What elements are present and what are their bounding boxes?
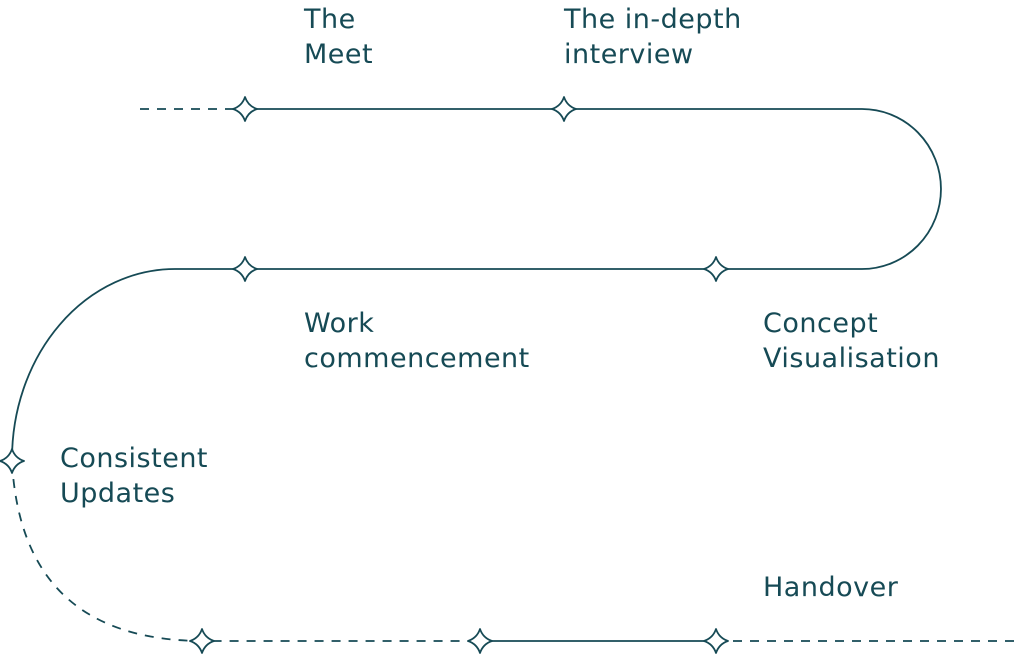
four-point-star-icon [703, 256, 729, 282]
four-point-star-icon [551, 96, 577, 122]
milestone-label-line: commencement [304, 343, 530, 374]
four-point-star-icon [703, 628, 729, 654]
four-point-star-icon [232, 96, 258, 122]
milestone-label-line: The in-depth [564, 4, 742, 35]
milestone-label-line: Handover [763, 572, 899, 603]
milestone-label-handover: Handover [763, 570, 898, 605]
four-point-star-icon [189, 628, 215, 654]
path-bottom-curve-dashed [11, 461, 480, 642]
milestone-label-line: Meet [304, 39, 374, 70]
four-point-star-icon [0, 448, 25, 474]
path-top-and-right-loop [245, 108, 942, 270]
milestone-label-line: Visualisation [763, 343, 940, 374]
milestone-label-line: Work [304, 308, 375, 339]
milestone-label-line: Concept [763, 308, 879, 339]
path-left-loop [11, 268, 245, 460]
milestone-label-line: Updates [60, 478, 176, 509]
milestone-label-work-commencement: Work commencement [304, 306, 530, 376]
four-point-star-icon [232, 256, 258, 282]
milestone-label-line: interview [564, 39, 694, 70]
milestone-label-the-meet: The Meet [304, 2, 373, 72]
milestone-label-line: The [304, 4, 356, 35]
milestone-label-concept-visualisation: Concept Visualisation [763, 306, 940, 376]
milestone-label-line: Consistent [60, 443, 209, 474]
milestone-label-in-depth-interview: The in-depth interview [564, 2, 742, 72]
milestone-label-consistent-updates: Consistent Updates [60, 441, 208, 511]
four-point-star-icon [467, 628, 493, 654]
